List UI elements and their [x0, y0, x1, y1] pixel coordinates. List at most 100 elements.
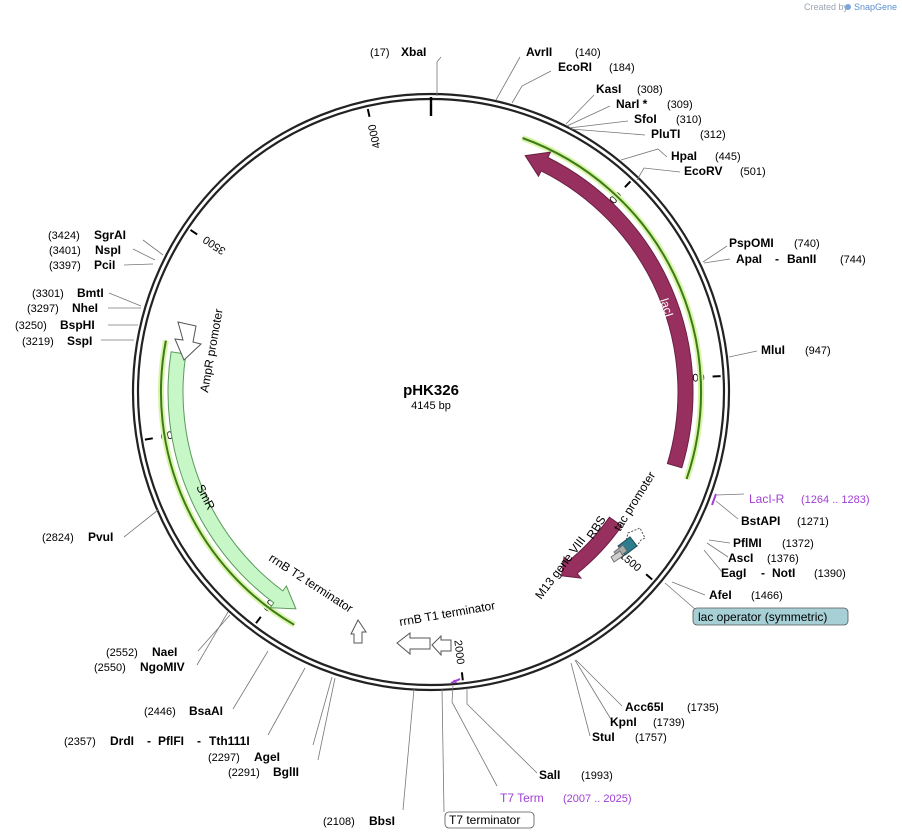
- enzyme-pcii[interactable]: (3397) PciI: [49, 258, 115, 272]
- enzyme-nari[interactable]: NarI * (309): [616, 97, 693, 111]
- enzyme-agei[interactable]: (2297) AgeI: [208, 750, 280, 764]
- svg-text:(501): (501): [740, 166, 766, 178]
- plasmid-length: 4145 bp: [411, 400, 451, 412]
- svg-text:(3397): (3397): [49, 260, 81, 272]
- credit-brand: SnapGene: [854, 2, 897, 12]
- svg-text:EcoRV: EcoRV: [684, 164, 722, 178]
- primer-t7-term-range: (2007 .. 2025): [563, 793, 632, 805]
- scale-tick-label: 3500: [201, 233, 228, 257]
- t7-terminator-box[interactable]: T7 terminator: [444, 811, 535, 829]
- svg-text:PspOMI: PspOMI: [729, 236, 774, 250]
- svg-text:AgeI: AgeI: [254, 750, 280, 764]
- enzyme-bmti[interactable]: (3301) BmtI: [32, 286, 104, 300]
- enzyme-sgrai[interactable]: (3424) SgrAI: [48, 228, 126, 242]
- primer-laci-r[interactable]: LacI-R (1264 .. 1283): [749, 492, 870, 506]
- svg-text:(947): (947): [805, 345, 831, 357]
- plasmid-name: pHK326: [403, 382, 459, 399]
- tac-promoter-label: tac promoter: [611, 469, 659, 534]
- t7-terminator-label: T7 terminator: [449, 813, 520, 827]
- ampr-promoter-arrow[interactable]: [174, 321, 203, 361]
- enzyme-pflmi[interactable]: PflMI (1372): [733, 536, 814, 550]
- enzyme-naei[interactable]: (2552) NaeI: [106, 645, 177, 659]
- primer-laci-r-name: LacI-R: [749, 492, 785, 506]
- enzyme-bglii[interactable]: (2291) BglII: [228, 765, 299, 779]
- enzyme-pspomi[interactable]: PspOMI (740): [729, 236, 820, 250]
- svg-text:PluTI: PluTI: [651, 127, 680, 141]
- laci-arrow[interactable]: [524, 151, 694, 469]
- svg-text:NaeI: NaeI: [152, 645, 177, 659]
- snapgene-logo-icon: [845, 4, 851, 10]
- enzyme-hpai[interactable]: HpaI (445): [671, 149, 741, 163]
- scale-tick-mark: [366, 108, 371, 118]
- enzyme-apai-banii[interactable]: ApaI - BanII (744): [736, 252, 866, 266]
- svg-text:(1271): (1271): [797, 516, 829, 528]
- rrnb-t2-terminator-glyph[interactable]: [350, 619, 367, 644]
- enzyme-bsaai[interactable]: (2446) BsaAI: [144, 704, 223, 718]
- rrnb-t1-terminator-arrow-2[interactable]: [431, 634, 452, 657]
- enzyme-mlui[interactable]: MluI (947): [761, 343, 831, 357]
- enzyme-bsphi[interactable]: (3250) BspHI: [15, 318, 95, 332]
- enzyme-afei[interactable]: AfeI (1466): [709, 588, 783, 602]
- rrnb-t1-terminator-arrow-1[interactable]: [396, 631, 431, 656]
- laci-label: lacI: [657, 297, 676, 319]
- enzyme-xbai[interactable]: (17) XbaI: [370, 45, 426, 59]
- svg-text:PflFI: PflFI: [158, 734, 184, 748]
- enzyme-drdi-pflfi-tth111i[interactable]: (2357) DrdI - PflFI - Tth111I: [64, 734, 250, 748]
- enzyme-ecori[interactable]: EcoRI (184): [558, 60, 635, 74]
- enzyme-acc65i[interactable]: Acc65I (1735): [625, 700, 719, 714]
- primer-t7-term-name: T7 Term: [500, 791, 544, 805]
- enzyme-avrii[interactable]: AvrII (140): [526, 45, 601, 59]
- enzyme-sspi[interactable]: (3219) SspI: [22, 334, 92, 348]
- laci-r-primer-mark: [711, 493, 717, 506]
- leader-lines: [101, 56, 758, 813]
- svg-text:KasI: KasI: [596, 82, 621, 96]
- enzyme-nhei[interactable]: (3297) NheI: [27, 301, 98, 315]
- svg-text:Tth111I: Tth111I: [209, 734, 250, 748]
- enzyme-asci[interactable]: AscI (1376): [728, 551, 799, 565]
- enzyme-pluti[interactable]: PluTI (312): [651, 127, 726, 141]
- svg-text:PciI: PciI: [94, 258, 115, 272]
- svg-text:(312): (312): [700, 129, 726, 141]
- svg-text:(309): (309): [667, 99, 693, 111]
- enzyme-bbsi[interactable]: (2108) BbsI: [323, 814, 395, 828]
- enzyme-pvui[interactable]: (2824) PvuI: [42, 530, 113, 544]
- svg-text:PvuI: PvuI: [88, 530, 113, 544]
- svg-text:NarI *: NarI *: [616, 97, 648, 111]
- svg-text:XbaI: XbaI: [401, 45, 426, 59]
- enzyme-ecorv[interactable]: EcoRV (501): [684, 164, 766, 178]
- enzyme-eagi-noti[interactable]: EagI - NotI (1390): [721, 566, 846, 580]
- small-feature-glyphs: [174, 321, 717, 684]
- scale-tick-mark: [460, 672, 464, 681]
- enzyme-kpni[interactable]: KpnI (1739): [610, 715, 685, 729]
- ampr-promoter-label: AmpR promoter: [197, 308, 225, 394]
- enzyme-sali[interactable]: SalI (1993): [539, 768, 613, 782]
- primer-t7-term[interactable]: T7 Term (2007 .. 2025): [500, 791, 632, 805]
- svg-text:MluI: MluI: [761, 343, 785, 357]
- m13-gene-viii-arrow[interactable]: [561, 516, 623, 579]
- svg-text:(3424): (3424): [48, 230, 80, 242]
- enzyme-nspi[interactable]: (3401) NspI: [49, 243, 121, 257]
- svg-text:NgoMIV: NgoMIV: [140, 660, 185, 674]
- svg-text:SspI: SspI: [67, 334, 92, 348]
- svg-text:(2446): (2446): [144, 706, 176, 718]
- enzyme-stui[interactable]: StuI (1757): [592, 730, 667, 744]
- backbone-outer-ring: [131, 92, 731, 692]
- svg-text:BbsI: BbsI: [369, 814, 395, 828]
- svg-text:PflMI: PflMI: [733, 536, 762, 550]
- scale-tick-mark: [645, 573, 653, 581]
- enzyme-kasi[interactable]: KasI (308): [596, 82, 663, 96]
- enzyme-bstapi[interactable]: BstAPI (1271): [741, 514, 829, 528]
- svg-text:(140): (140): [575, 47, 601, 59]
- svg-text:(1372): (1372): [782, 538, 814, 550]
- svg-text:NheI: NheI: [72, 301, 98, 315]
- snapgene-credit: Created by SnapGene: [804, 2, 897, 12]
- enzyme-labels: (17) XbaI AvrII (140) EcoRI (184) KasI (…: [15, 45, 866, 828]
- svg-text:Acc65I: Acc65I: [625, 700, 664, 714]
- svg-text:BglII: BglII: [273, 765, 299, 779]
- enzyme-ngomiv[interactable]: (2550) NgoMIV: [94, 660, 185, 674]
- lac-operator-box[interactable]: lac operator (symmetric): [692, 607, 849, 626]
- enzyme-sfoi[interactable]: SfoI (310): [634, 112, 702, 126]
- svg-text:(3301): (3301): [32, 288, 64, 300]
- scale-tick-mark: [624, 180, 632, 188]
